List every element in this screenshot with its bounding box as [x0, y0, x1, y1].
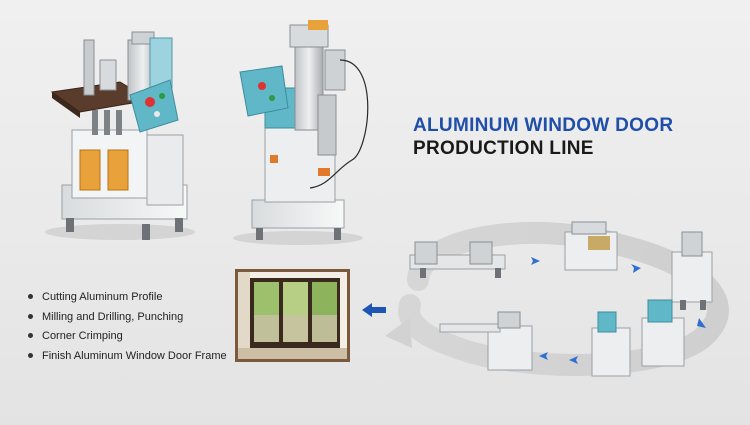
process-steps-list: Cutting Aluminum Profile Milling and Dri… [28, 288, 227, 366]
bullet-icon [28, 352, 33, 358]
flow-arrow-icon [531, 257, 706, 364]
end-milling-machine-image [641, 299, 685, 367]
saw-machine-image [409, 241, 506, 278]
bullet-icon [28, 333, 33, 339]
list-item: Corner Crimping [28, 327, 227, 347]
copy-router-machine-image [439, 311, 533, 371]
heading-line-1: ALUMINUM WINDOW DOOR [413, 115, 674, 136]
crimping-machine-image [233, 20, 369, 245]
production-line-heading: ALUMINUM WINDOW DOOR PRODUCTION LINE [413, 116, 673, 158]
list-item: Cutting Aluminum Profile [28, 288, 227, 308]
milling-machine-image [45, 31, 195, 240]
cutting-machine-image [564, 221, 618, 271]
left-arrow-icon [362, 303, 386, 317]
bullet-icon [28, 313, 33, 319]
list-item: Milling and Drilling, Punching [28, 308, 227, 328]
window-frame-photo [235, 269, 350, 362]
production-line-loop [385, 221, 729, 376]
list-item: Finish Aluminum Window Door Frame [28, 347, 227, 367]
punching-machine-image [671, 231, 713, 310]
bullet-icon [28, 294, 33, 300]
heading-line-2: PRODUCTION LINE [413, 138, 594, 159]
corner-combining-machine-image [591, 311, 631, 377]
